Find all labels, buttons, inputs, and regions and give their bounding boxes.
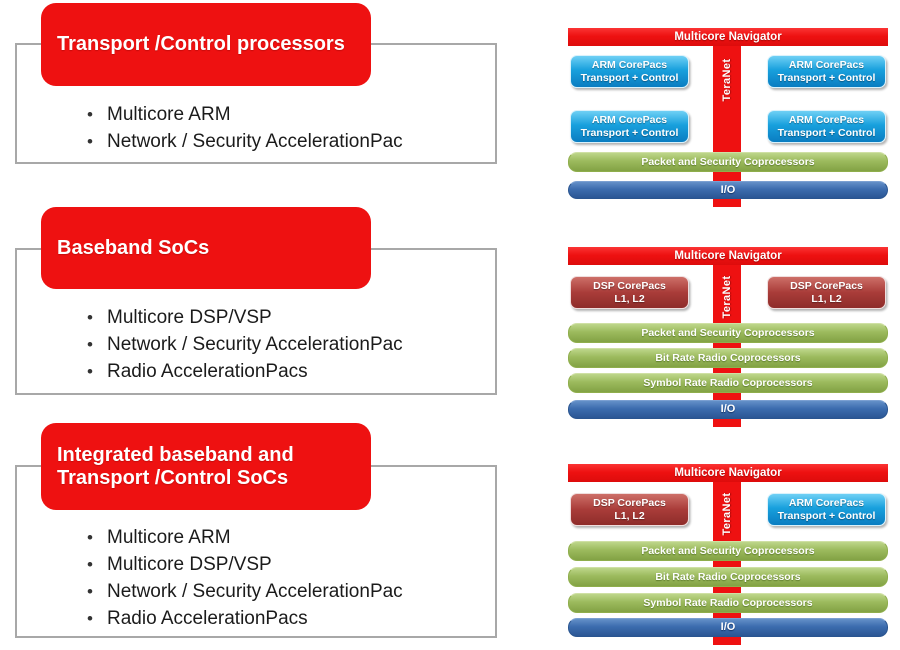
- packet-security-coprocessors-bar: Packet and Security Coprocessors: [568, 323, 888, 343]
- io-bar: I/O: [568, 181, 888, 199]
- multicore-navigator-bar: Multicore Navigator: [568, 247, 888, 265]
- symbol-rate-radio-coprocessors-bar: Symbol Rate Radio Coprocessors: [568, 373, 888, 393]
- bullet-item: Network / Security AccelerationPac: [15, 578, 403, 605]
- integrated-section-title-line1: Integrated baseband and: [57, 443, 294, 466]
- corebox-line1: DSP CorePacs: [593, 496, 666, 509]
- corebox-line2: Transport + Control: [580, 126, 679, 139]
- teranet-label: TeraNet: [721, 492, 733, 536]
- arm-corepac-box: ARM CorePacs Transport + Control: [570, 55, 689, 88]
- baseband-section-title-box: Baseband SoCs: [41, 207, 371, 289]
- bit-rate-radio-coprocessors-bar: Bit Rate Radio Coprocessors: [568, 348, 888, 368]
- corebox-line2: Transport + Control: [777, 509, 876, 522]
- corebox-line2: L1, L2: [811, 292, 842, 305]
- baseband-section-title: Baseband SoCs: [57, 236, 210, 259]
- io-bar: I/O: [568, 618, 888, 637]
- bullet-item: Multicore ARM: [15, 101, 403, 128]
- dsp-corepac-box: DSP CorePacs L1, L2: [570, 493, 689, 526]
- corebox-line1: ARM CorePacs: [788, 496, 865, 509]
- corebox-line2: Transport + Control: [777, 126, 876, 139]
- corebox-line2: L1, L2: [614, 292, 645, 305]
- corebox-line1: DSP CorePacs: [593, 279, 666, 292]
- corebox-line2: Transport + Control: [580, 71, 679, 84]
- bit-rate-radio-coprocessors-bar: Bit Rate Radio Coprocessors: [568, 567, 888, 587]
- arm-corepac-box: ARM CorePacs Transport + Control: [570, 110, 689, 143]
- baseband-soc-diagram: Multicore Navigator TeraNet DSP CorePacs…: [568, 247, 888, 428]
- multicore-navigator-bar: Multicore Navigator: [568, 28, 888, 46]
- integrated-soc-diagram: Multicore Navigator TeraNet DSP CorePacs…: [568, 464, 888, 646]
- corebox-line1: DSP CorePacs: [790, 279, 863, 292]
- corebox-line2: L1, L2: [614, 509, 645, 522]
- baseband-section-bullets: Multicore DSP/VSP Network / Security Acc…: [15, 304, 403, 385]
- transport-section-bullets: Multicore ARM Network / Security Acceler…: [15, 101, 403, 155]
- integrated-section-bullets: Multicore ARM Multicore DSP/VSP Network …: [15, 524, 403, 632]
- integrated-section-title-line2: Transport /Control SoCs: [57, 466, 289, 489]
- bullet-item: Multicore ARM: [15, 524, 403, 551]
- corebox-line2: Transport + Control: [777, 71, 876, 84]
- transport-section-title-box: Transport /Control processors: [41, 3, 371, 86]
- teranet-bus-bar: [713, 38, 741, 207]
- symbol-rate-radio-coprocessors-bar: Symbol Rate Radio Coprocessors: [568, 593, 888, 613]
- arm-corepac-box: ARM CorePacs Transport + Control: [767, 110, 886, 143]
- corebox-line1: ARM CorePacs: [591, 58, 668, 71]
- packet-security-coprocessors-bar: Packet and Security Coprocessors: [568, 541, 888, 561]
- bullet-item: Radio AccelerationPacs: [15, 605, 403, 632]
- bullet-item: Network / Security AccelerationPac: [15, 331, 403, 358]
- teranet-label: TeraNet: [721, 58, 733, 102]
- corebox-line1: ARM CorePacs: [788, 58, 865, 71]
- teranet-label: TeraNet: [721, 275, 733, 319]
- bullet-item: Multicore DSP/VSP: [15, 551, 403, 578]
- io-bar: I/O: [568, 400, 888, 419]
- arm-corepac-box: ARM CorePacs Transport + Control: [767, 493, 886, 526]
- transport-soc-diagram: Multicore Navigator TeraNet ARM CorePacs…: [568, 28, 888, 208]
- multicore-navigator-bar: Multicore Navigator: [568, 464, 888, 482]
- packet-security-coprocessors-bar: Packet and Security Coprocessors: [568, 152, 888, 172]
- bullet-item: Multicore DSP/VSP: [15, 304, 403, 331]
- corebox-line1: ARM CorePacs: [591, 113, 668, 126]
- transport-section-title: Transport /Control processors: [57, 33, 345, 55]
- integrated-section-title-box: Integrated baseband and Transport /Contr…: [41, 423, 371, 510]
- corebox-line1: ARM CorePacs: [788, 113, 865, 126]
- dsp-corepac-box: DSP CorePacs L1, L2: [570, 276, 689, 309]
- bullet-item: Network / Security AccelerationPac: [15, 128, 403, 155]
- dsp-corepac-box: DSP CorePacs L1, L2: [767, 276, 886, 309]
- arm-corepac-box: ARM CorePacs Transport + Control: [767, 55, 886, 88]
- bullet-item: Radio AccelerationPacs: [15, 358, 403, 385]
